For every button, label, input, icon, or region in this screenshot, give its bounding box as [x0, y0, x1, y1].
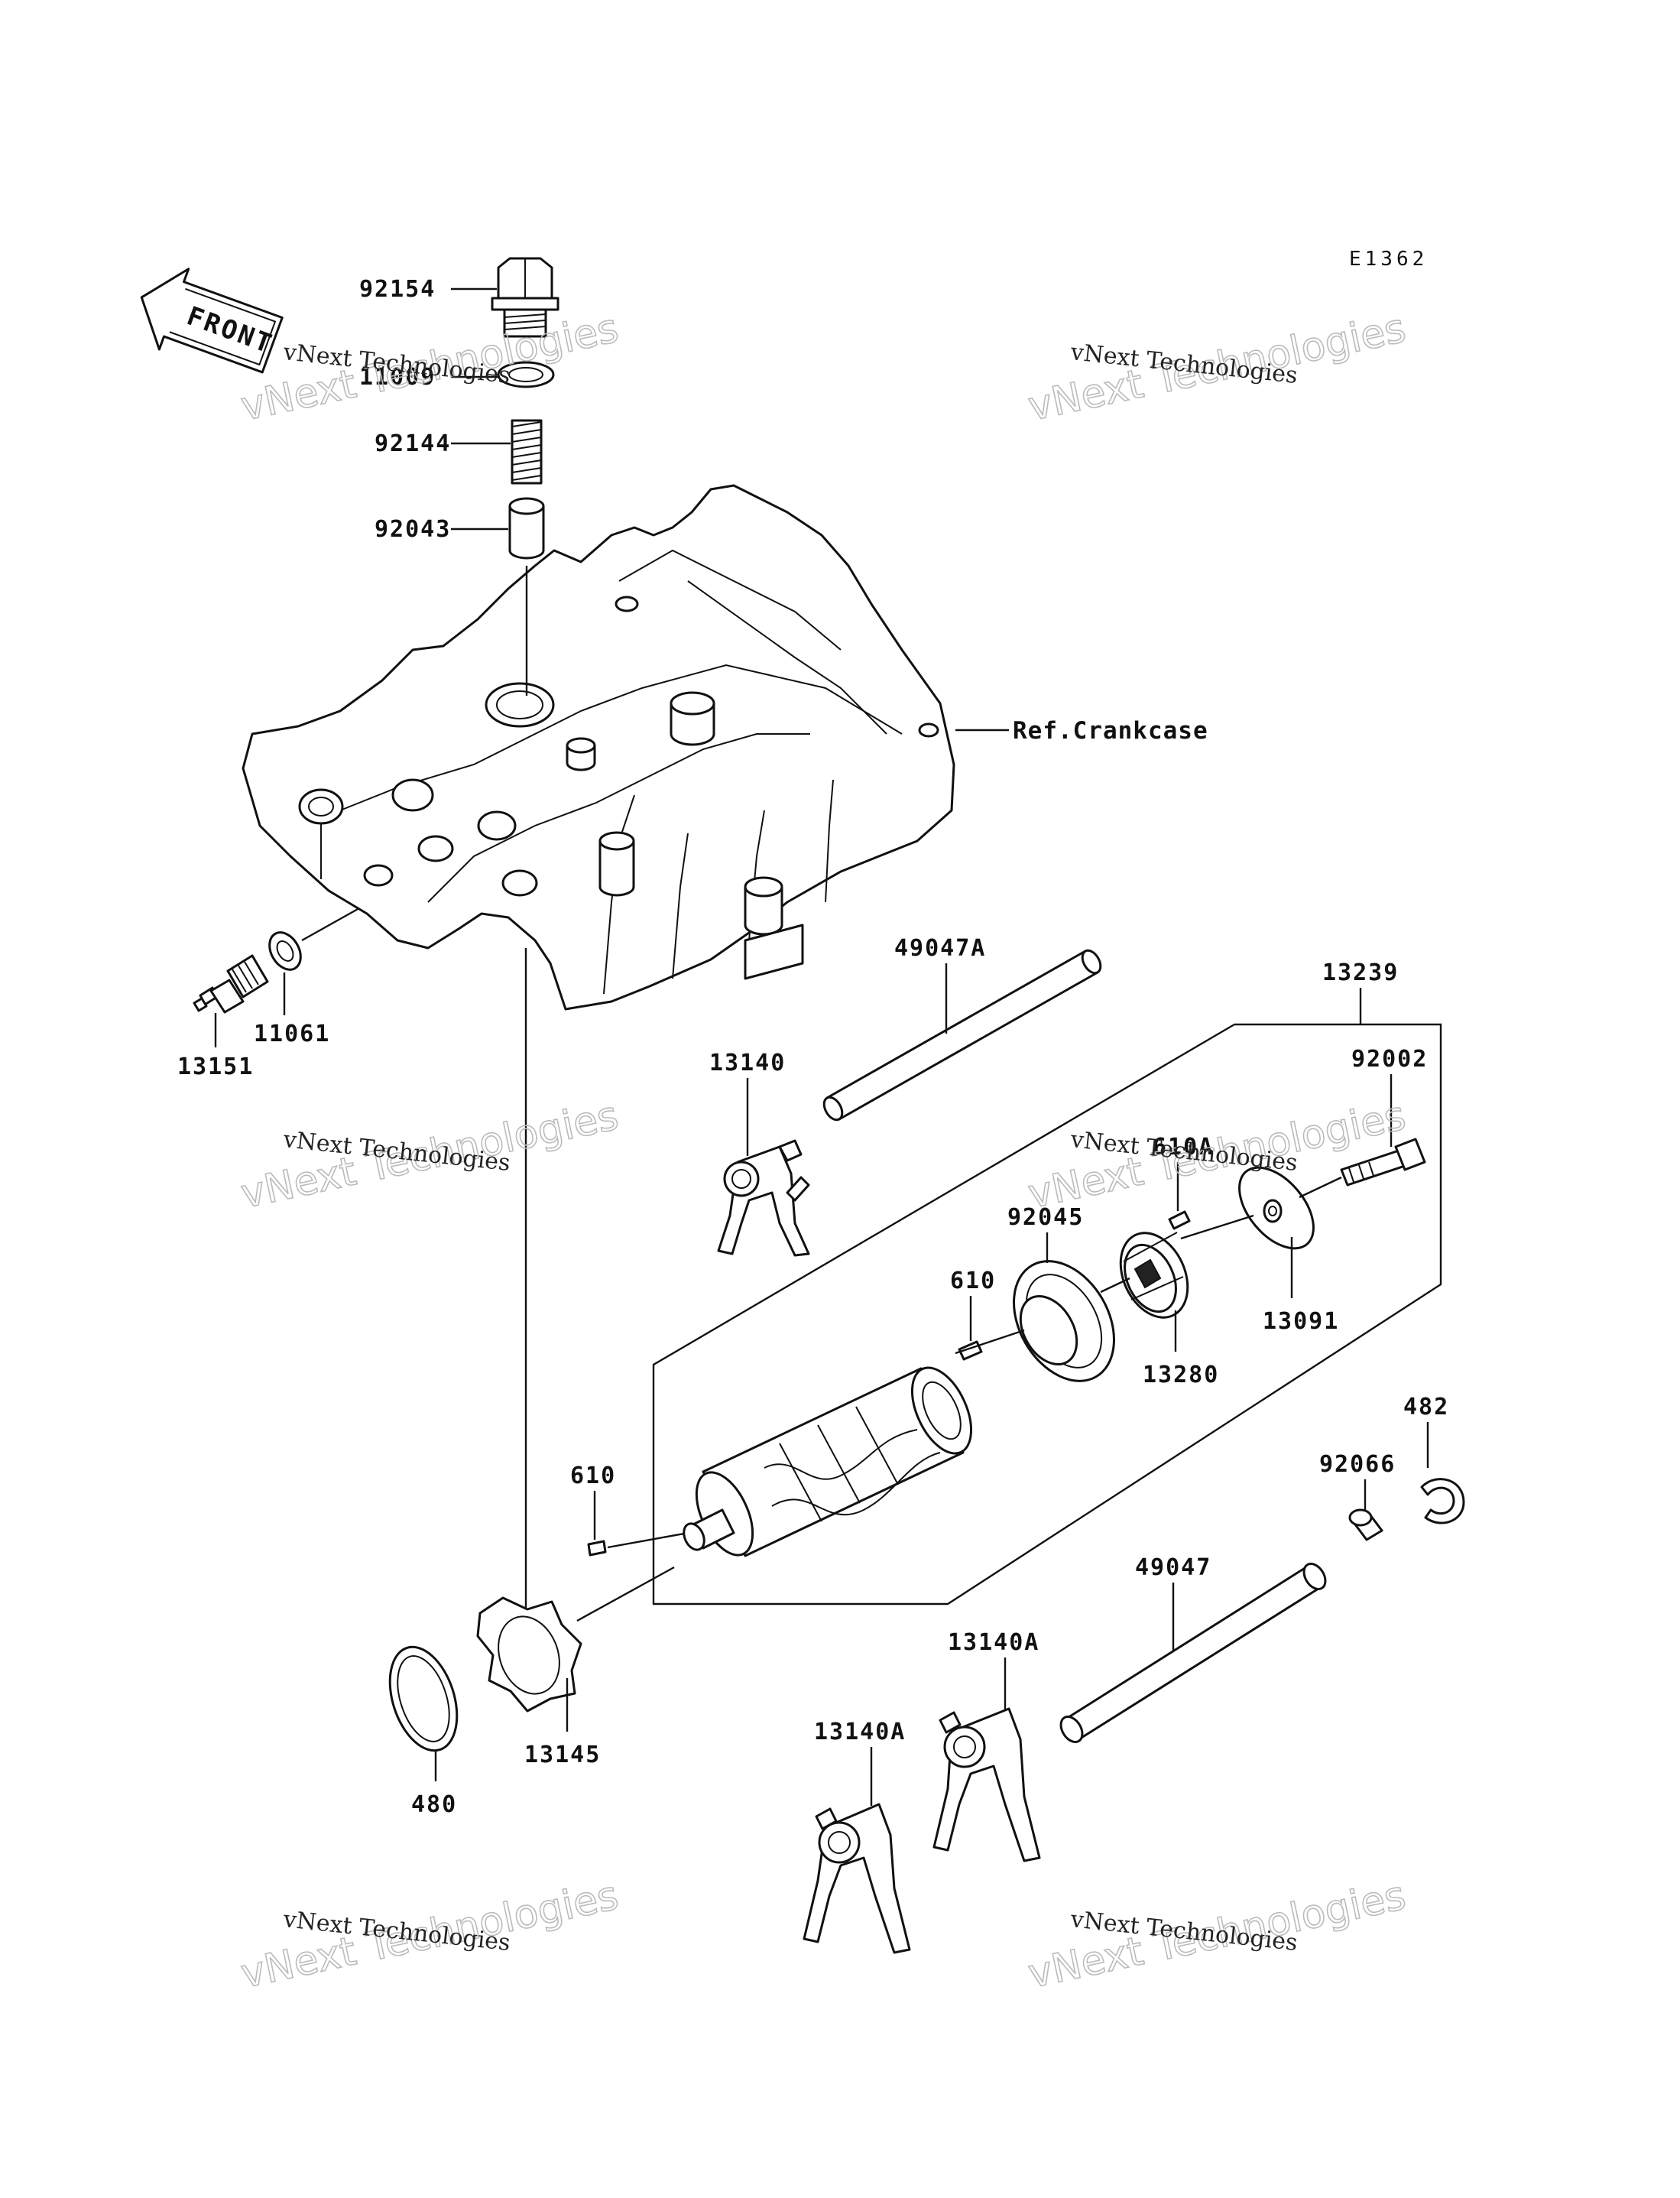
- label-13151: 13151: [177, 1054, 254, 1080]
- label-610A: 610A: [1153, 1134, 1214, 1161]
- drum-cam-13280: [1119, 1232, 1189, 1319]
- axis-line-lower-pin: [607, 1532, 685, 1549]
- axis-line-star-cam: [576, 1566, 675, 1622]
- label-49047: 49047: [1135, 1554, 1211, 1581]
- label-13140A-left: 13140A: [814, 1719, 906, 1745]
- label-13091: 13091: [1263, 1308, 1339, 1335]
- watermark-bottom-left: vNext Technologies vNext Technologies: [236, 1872, 623, 1998]
- axis-line-drum: [955, 1329, 1025, 1355]
- shift-fork-13140A-left: [803, 1803, 911, 1954]
- label-610-middle: 610: [950, 1268, 996, 1294]
- axis-line-plate: [1180, 1176, 1342, 1240]
- label-11061: 11061: [254, 1021, 330, 1047]
- crankcase-illustration: [242, 484, 955, 1011]
- label-480: 480: [411, 1791, 457, 1818]
- neutral-switch-13151: [193, 954, 269, 1014]
- plug-bolt-92154: [491, 257, 559, 338]
- pin-610A: [1168, 1210, 1191, 1230]
- label-49047A: 49047A: [894, 935, 986, 962]
- star-cam-13145: [476, 1596, 582, 1713]
- label-ref-crankcase: Ref.Crankcase: [1013, 717, 1208, 745]
- bolt-92002: [1340, 1138, 1426, 1187]
- watermark-top-right: vNext Technologies vNext Technologies: [1023, 305, 1410, 431]
- pin-610-lower: [587, 1540, 607, 1557]
- axis-line-switch: [301, 907, 360, 942]
- label-13140: 13140: [709, 1050, 786, 1076]
- spring-92144: [511, 419, 543, 485]
- label-13239: 13239: [1322, 959, 1399, 986]
- front-arrow-icon: FRONT: [140, 268, 284, 374]
- label-92066: 92066: [1319, 1451, 1396, 1478]
- watermark-top-left: vNext Technologies vNext Technologies: [236, 305, 623, 431]
- plate-13091: [1238, 1166, 1315, 1250]
- pin-92043: [508, 497, 545, 560]
- shift-fork-13140: [717, 1139, 810, 1257]
- label-13145: 13145: [524, 1742, 601, 1768]
- shift-fork-13140A-right: [932, 1707, 1041, 1862]
- label-610-lower: 610: [570, 1463, 616, 1489]
- label-92045: 92045: [1007, 1204, 1084, 1231]
- axis-line-bearing: [1100, 1277, 1130, 1294]
- label-92144: 92144: [375, 430, 451, 457]
- label-13140A-right: 13140A: [948, 1629, 1039, 1656]
- label-92154: 92154: [359, 276, 436, 303]
- label-13280: 13280: [1143, 1362, 1219, 1388]
- bearing-92045: [1013, 1260, 1115, 1382]
- circlip-480: [388, 1645, 459, 1752]
- label-92043: 92043: [375, 516, 451, 543]
- washer-11061: [268, 931, 302, 971]
- label-92002: 92002: [1351, 1046, 1428, 1073]
- gasket-11009: [497, 361, 555, 388]
- watermark-bottom-right: vNext Technologies vNext Technologies: [1023, 1872, 1410, 1998]
- watermark-middle-left: vNext Technologies vNext Technologies: [236, 1093, 623, 1219]
- shaft-49047: [1059, 1562, 1327, 1744]
- diagram-code: E1362: [1349, 248, 1428, 271]
- shaft-49047A: [822, 949, 1102, 1122]
- label-11009: 11009: [359, 364, 436, 391]
- bracket-13239: [652, 1023, 1442, 1605]
- label-482: 482: [1403, 1394, 1449, 1420]
- watermark-middle-right: vNext Technologies vNext Technologies: [1023, 1093, 1410, 1219]
- shift-drum-assembly: [683, 1366, 973, 1557]
- clip-482: [1420, 1478, 1465, 1524]
- collar-92066: [1348, 1508, 1383, 1541]
